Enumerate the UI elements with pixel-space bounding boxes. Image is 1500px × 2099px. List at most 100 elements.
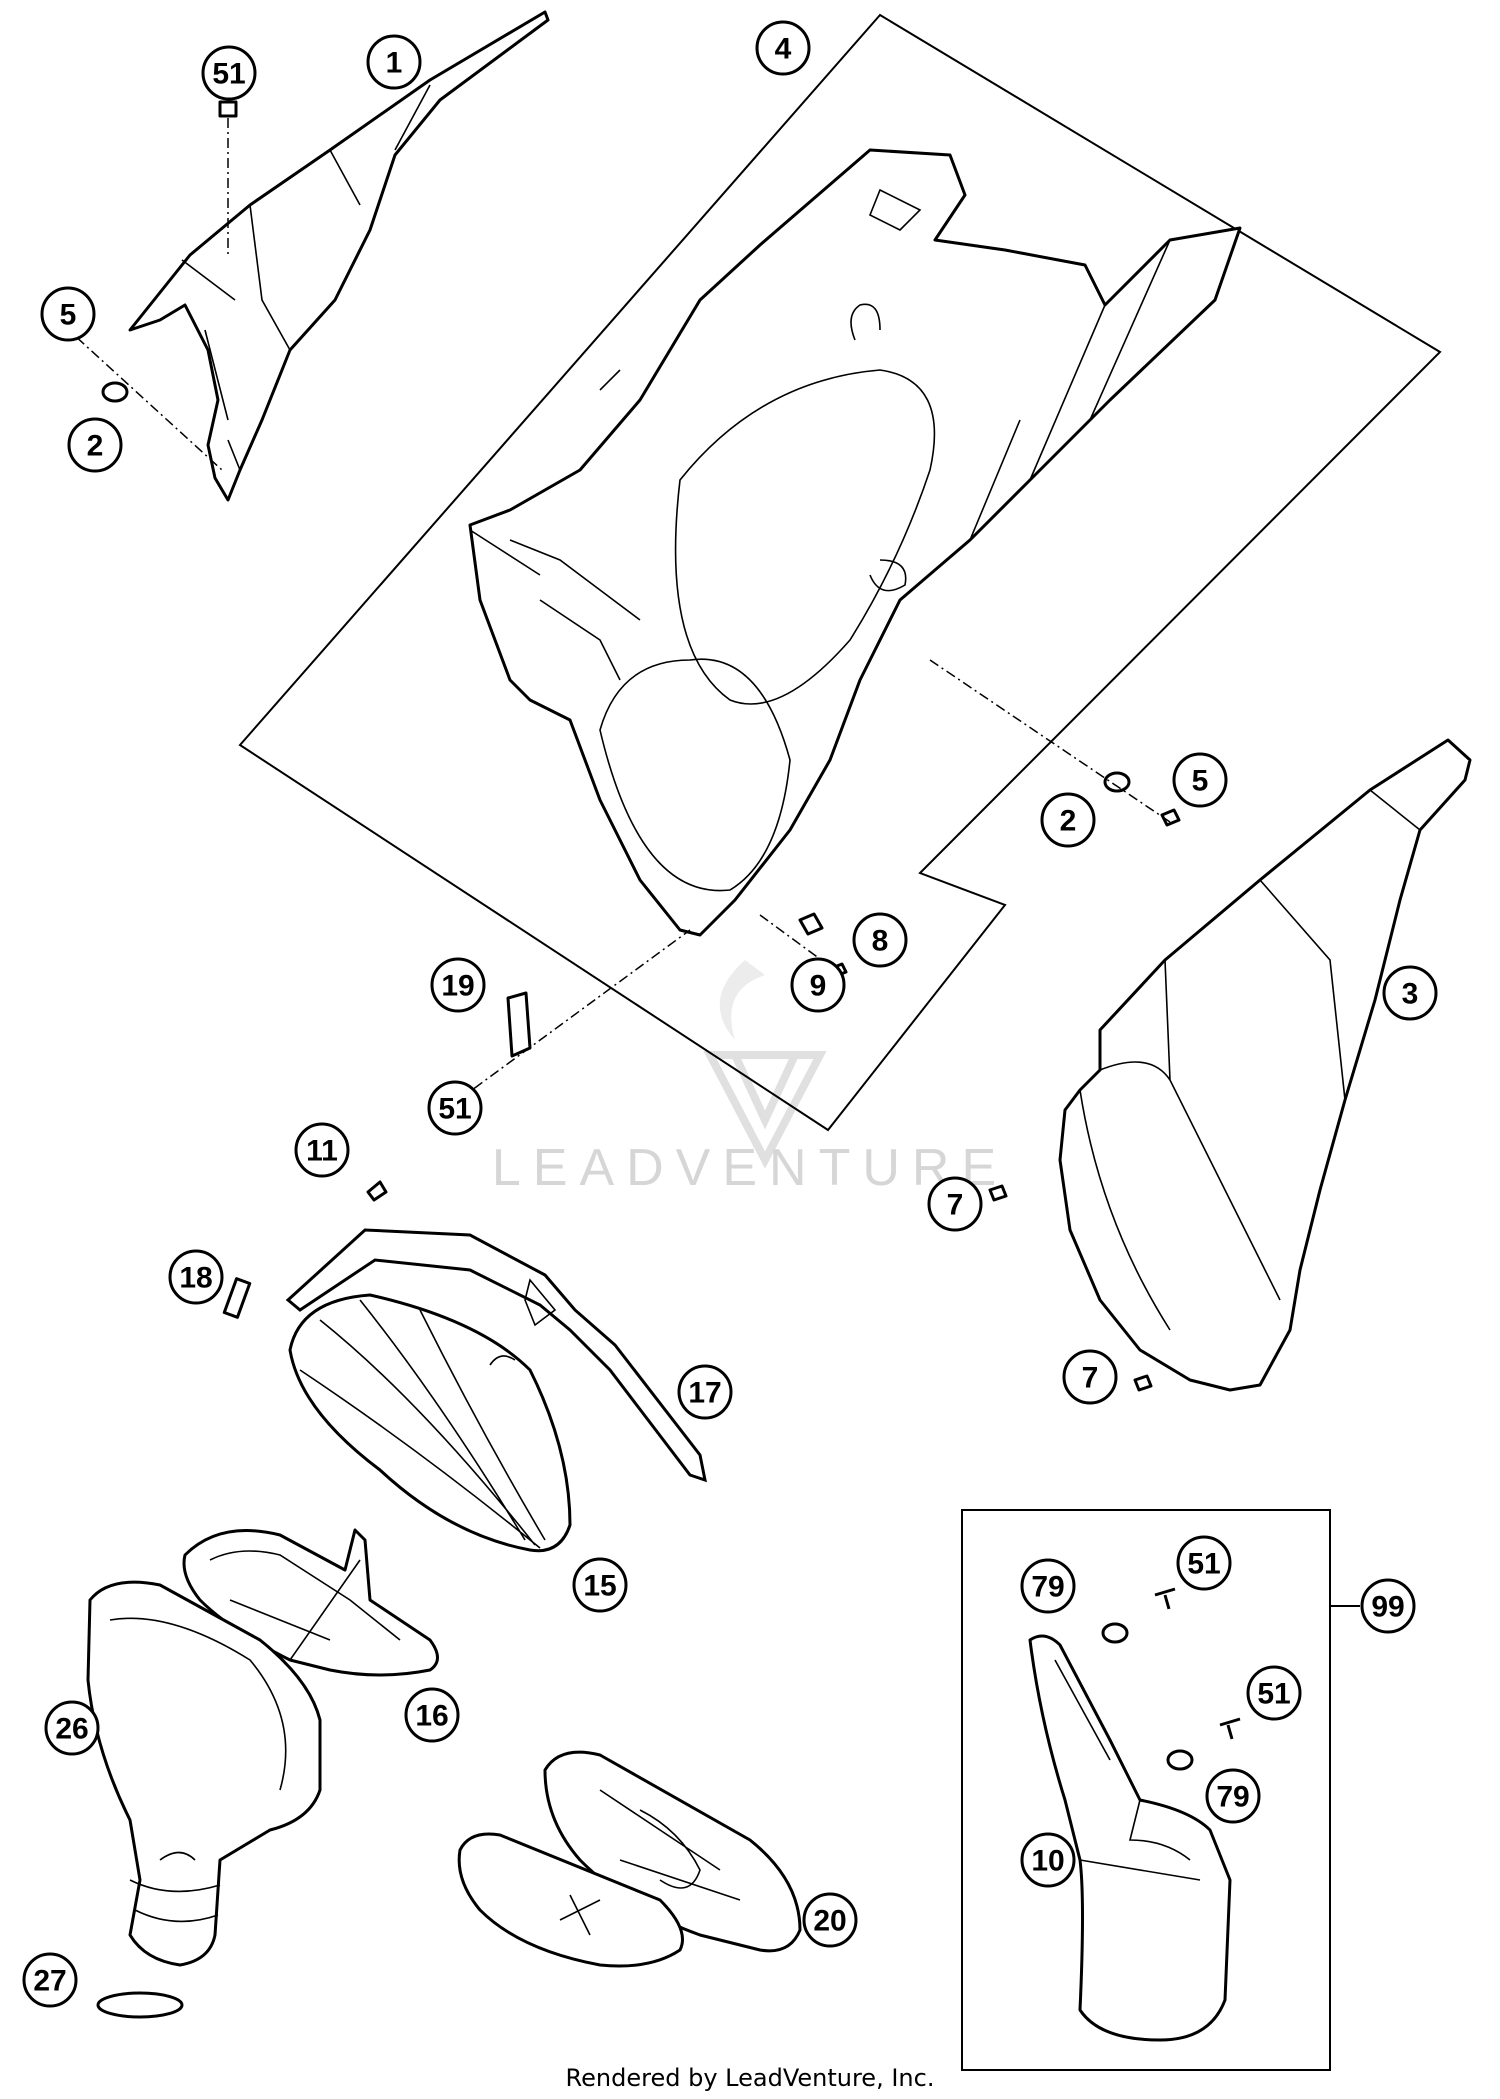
callout-circle — [22, 1952, 78, 2008]
callouts: 1 51 5 2 4 5 2 8 9 19 51 3 11 7 18 17 7 15 16 26 79 51 99 51 79 1… — [22, 20, 1438, 2008]
callout-circle — [802, 1892, 858, 1948]
callout-number: 20 — [813, 1905, 846, 1938]
credit-text: Rendered by LeadVenture, Inc. — [566, 2064, 935, 2092]
callout-number: 10 — [1031, 1845, 1064, 1878]
callout-19: 19 — [430, 957, 486, 1013]
callout-number: 99 — [1371, 1591, 1404, 1624]
callout-circle — [677, 1364, 733, 1420]
callout-number: 51 — [212, 58, 245, 91]
callout-15: 15 — [572, 1557, 628, 1613]
callout-number: 15 — [583, 1570, 616, 1603]
callout-circle — [294, 1122, 350, 1178]
callout-circle — [201, 45, 257, 101]
callout-circle — [1020, 1832, 1076, 1888]
callout-circle — [1062, 1349, 1118, 1405]
callout-circle — [404, 1687, 460, 1743]
callout-2: 2 — [67, 417, 123, 473]
watermark-text: LEADVENTURE — [492, 1139, 1008, 1197]
callout-51: 51 — [201, 45, 257, 101]
callout-number: 51 — [1187, 1548, 1220, 1581]
callout-20: 20 — [802, 1892, 858, 1948]
callout-circle — [1040, 792, 1096, 848]
callout-circle — [852, 912, 908, 968]
part-26-intake-boot — [86, 1580, 322, 1967]
watermark: LEADVENTURE — [492, 960, 1008, 1197]
callout-7: 7 — [927, 1176, 983, 1232]
callout-1: 1 — [366, 34, 422, 90]
callout-circle — [40, 286, 96, 342]
callout-number: 79 — [1031, 1571, 1064, 1604]
callout-number: 17 — [688, 1377, 721, 1410]
callout-number: 18 — [179, 1262, 212, 1295]
callout-number: 4 — [775, 33, 792, 66]
callout-11: 11 — [294, 1122, 350, 1178]
callout-circle — [1360, 1578, 1416, 1634]
part-16-filter-support — [182, 1528, 439, 1677]
callout-2: 2 — [1040, 792, 1096, 848]
callout-number: 3 — [1402, 978, 1419, 1011]
callout-number: 5 — [60, 299, 77, 332]
callout-number: 2 — [87, 430, 104, 463]
callout-number: 26 — [55, 1713, 88, 1746]
callout-circle — [927, 1176, 983, 1232]
callout-number: 51 — [438, 1093, 471, 1126]
callout-5: 5 — [40, 286, 96, 342]
callout-circle — [1020, 1558, 1076, 1614]
callout-circle — [1176, 1535, 1232, 1591]
callout-circle — [366, 34, 422, 90]
callout-7: 7 — [1062, 1349, 1118, 1405]
callout-number: 51 — [1257, 1678, 1290, 1711]
part-3-side-cover — [1058, 738, 1472, 1392]
callout-number: 79 — [1216, 1781, 1249, 1814]
frame-kit-99 — [961, 1509, 1331, 2071]
callout-circle — [572, 1557, 628, 1613]
callout-9: 9 — [790, 957, 846, 1013]
callout-number: 9 — [810, 970, 827, 1003]
callout-circle — [790, 957, 846, 1013]
callout-99: 99 — [1360, 1578, 1416, 1634]
callout-3: 3 — [1382, 965, 1438, 1021]
callout-51: 51 — [1246, 1665, 1302, 1721]
callout-79: 79 — [1205, 1768, 1261, 1824]
callout-number: 19 — [441, 970, 474, 1003]
part-17-filter-cage — [285, 1228, 707, 1483]
callout-5: 5 — [1172, 752, 1228, 808]
callout-4: 4 — [755, 20, 811, 76]
callout-number: 27 — [33, 1965, 66, 1998]
callout-number: 7 — [1082, 1362, 1099, 1395]
callout-8: 8 — [852, 912, 908, 968]
part-1-bracket — [128, 10, 550, 502]
callout-51: 51 — [427, 1080, 483, 1136]
callout-10: 10 — [1020, 1832, 1076, 1888]
callout-26: 26 — [44, 1700, 100, 1756]
callout-circle — [755, 20, 811, 76]
callout-circle — [44, 1700, 100, 1756]
part-20-filter-base — [457, 1750, 802, 1968]
part-15-air-filter — [288, 1293, 572, 1553]
callout-number: 16 — [415, 1700, 448, 1733]
callout-circle — [1205, 1768, 1261, 1824]
callout-number: 5 — [1192, 765, 1209, 798]
callout-51: 51 — [1176, 1535, 1232, 1591]
callout-18: 18 — [168, 1249, 224, 1305]
callout-circle — [430, 957, 486, 1013]
part-4-airbox — [468, 148, 1242, 937]
callout-16: 16 — [404, 1687, 460, 1743]
callout-number: 7 — [947, 1189, 964, 1222]
callout-number: 1 — [386, 47, 403, 80]
callout-number: 2 — [1060, 805, 1077, 838]
callout-circle — [1172, 752, 1228, 808]
callout-number: 11 — [306, 1135, 338, 1168]
callout-17: 17 — [677, 1364, 733, 1420]
callout-circle — [427, 1080, 483, 1136]
callout-79: 79 — [1020, 1558, 1076, 1614]
frame-part-4 — [238, 13, 1442, 1132]
callout-number: 8 — [872, 925, 889, 958]
callout-circle — [168, 1249, 224, 1305]
callout-27: 27 — [22, 1952, 78, 2008]
callout-circle — [1382, 965, 1438, 1021]
callout-circle — [1246, 1665, 1302, 1721]
part-10-duct — [1028, 1634, 1232, 2042]
callout-circle — [67, 417, 123, 473]
